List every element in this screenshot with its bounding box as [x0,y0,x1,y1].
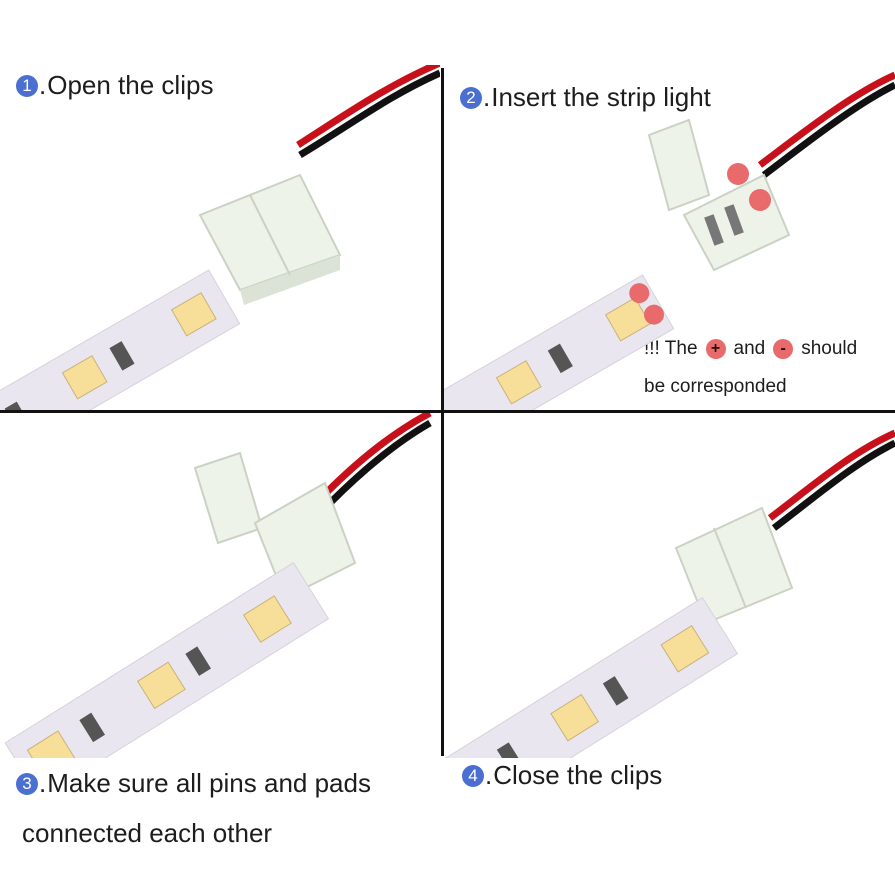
step-number-badge: 3 [16,772,38,795]
plus-marker-icon [727,163,749,185]
step-4-label: 4.Close the clips [462,760,662,791]
led-strip [444,597,739,758]
plus-marker-icon [629,283,650,304]
clip-connector-half-open [193,451,357,600]
step-3-label: 3.Make sure all pins and pads [16,768,371,799]
step-number-badge: 4 [462,764,484,787]
step-number-badge: 1 [16,74,38,97]
minus-marker-icon [644,304,664,325]
panel-2-illustration [444,71,895,410]
step-text: Close the clips [493,760,663,790]
panel-1-illustration [0,65,440,410]
minus-marker-icon [749,189,771,211]
step-number-badge: 2 [460,86,482,109]
wire-pair [323,413,432,506]
led-strip [4,562,330,758]
step-3-label-line2: connected each other [22,818,273,848]
minus-marker-icon: - [773,339,794,359]
horizontal-divider [0,410,895,413]
step-text: Open the clips [47,70,214,100]
wire-pair [757,71,895,178]
panel-3-illustration [4,413,432,758]
clip-connector-open [647,118,791,272]
polarity-note-line2: be corresponded [644,376,787,397]
step-2-label: 2.Insert the strip light [460,82,711,113]
wire-pair [296,65,440,159]
step-text: Make sure all pins and pads [47,768,371,798]
polarity-note: !!! The + and - should [644,338,858,359]
step-text: Insert the strip light [491,82,711,112]
led-strip [444,274,675,410]
step-1-label: 1.Open the clips [16,70,213,101]
led-strip [0,269,241,410]
clip-connector [198,173,342,305]
plus-marker-icon: + [705,339,726,359]
panel-4-illustration [444,429,895,758]
wire-pair [767,429,895,531]
clip-connector-closed [674,506,794,625]
